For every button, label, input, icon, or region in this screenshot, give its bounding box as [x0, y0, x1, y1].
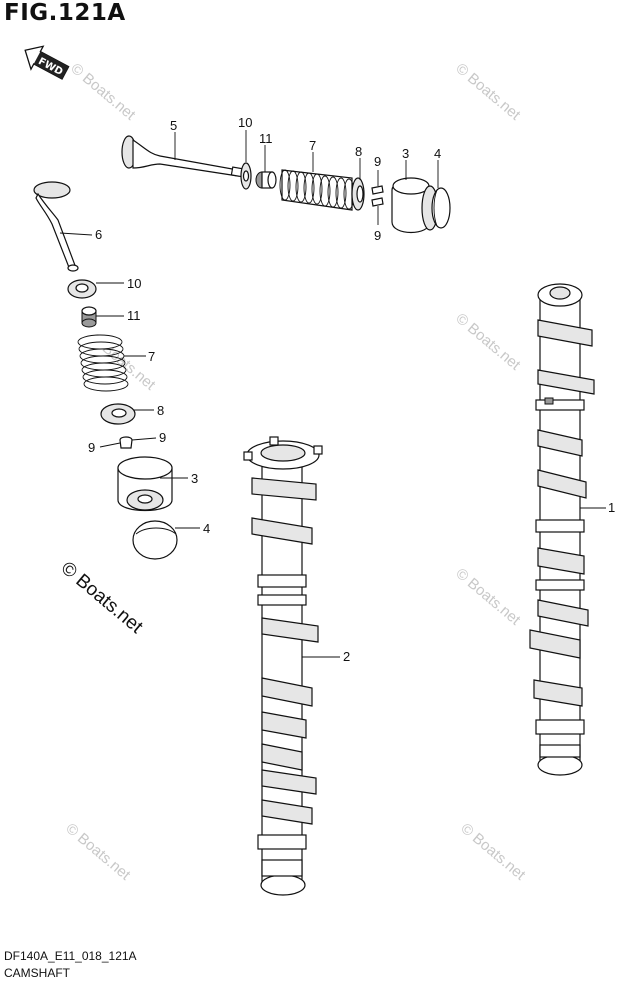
callout-11: 11: [127, 308, 141, 323]
shim-part-4: [431, 187, 451, 229]
callout-9: 9: [159, 430, 166, 445]
callout-2: 2: [343, 649, 350, 664]
spring-retainer-part-8: [351, 177, 365, 211]
figure-title: FIG.121A: [4, 0, 126, 26]
callout-4: 4: [203, 521, 210, 536]
camshaft-part-1: [529, 283, 595, 776]
valve-assembly-top: [121, 135, 451, 233]
retainer-part-10: [240, 162, 252, 190]
seal-part-11: [81, 306, 97, 328]
fwd-arrow-icon: FWD: [24, 45, 70, 80]
shim-part-4: [132, 520, 178, 560]
callout-6: 6: [95, 227, 102, 242]
watermark: © Boats.net: [452, 310, 524, 374]
callout-7: 7: [148, 349, 155, 364]
callout-3: 3: [402, 146, 409, 161]
callout-10: 10: [238, 115, 252, 130]
callout-9: 9: [88, 440, 95, 455]
watermark: © Boats.net: [62, 820, 134, 884]
callout-9: 9: [374, 154, 381, 169]
tappet-part-3: [117, 456, 173, 512]
figure-code: DF140A_E11_018_121A: [4, 949, 137, 963]
valve-assembly-left: [33, 181, 178, 560]
callout-8: 8: [157, 403, 164, 418]
spring-part-7: [279, 169, 355, 211]
valve-part-5: [121, 135, 246, 178]
retainer-part-10: [67, 279, 97, 299]
callout-1: 1: [608, 500, 615, 515]
figure-name: CAMSHAFT: [4, 966, 70, 980]
watermark-large: © Boats.net: [57, 558, 147, 639]
callout-9: 9: [374, 228, 381, 243]
callout-8: 8: [355, 144, 362, 159]
leader-lines: [59, 130, 606, 658]
callout-10: 10: [127, 276, 141, 291]
callout-11: 11: [259, 131, 273, 146]
seal-part-11: [255, 171, 277, 189]
spring-part-7: [77, 334, 129, 392]
watermark: © Boats.net: [452, 60, 524, 124]
spring-retainer-part-8: [100, 403, 136, 425]
cotter-part-9: [119, 436, 133, 449]
callout-7: 7: [309, 138, 316, 153]
valve-part-6: [33, 181, 79, 272]
watermark: © Boats.net: [67, 60, 139, 124]
callouts: 5 10 11 7 8 9 9 3 4 6 10 11 7 8 9 9 3 4 …: [88, 115, 615, 664]
callout-3: 3: [191, 471, 198, 486]
watermark: © Boats.net: [452, 565, 524, 629]
camshaft-part-2: [243, 436, 323, 896]
watermark: © Boats.net: [457, 820, 529, 884]
callout-5: 5: [170, 118, 177, 133]
callout-4: 4: [434, 146, 441, 161]
cotter-part-9: [371, 185, 384, 207]
tappet-part-3: [391, 177, 439, 233]
